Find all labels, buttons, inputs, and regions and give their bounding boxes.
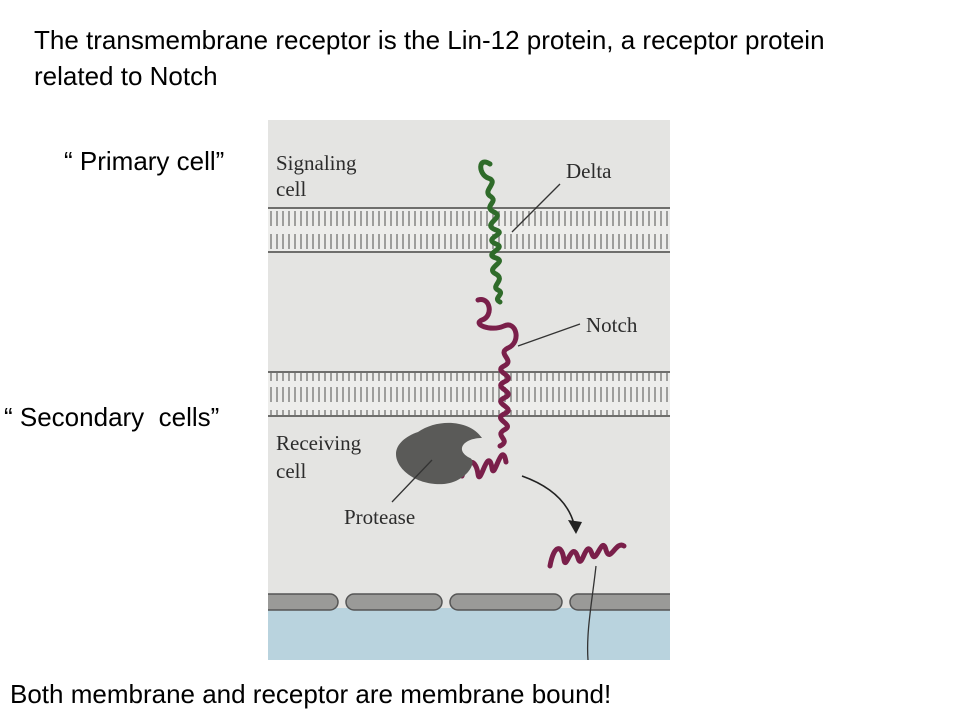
- notch-label: Notch: [586, 313, 638, 337]
- protease-pointer: [391, 459, 433, 503]
- arrow-head: [568, 520, 582, 534]
- slide-title: The transmembrane receptor is the Lin-12…: [34, 25, 825, 91]
- secondary-cells-label: “ Secondary cells”: [4, 402, 220, 432]
- protease-label: Protease: [344, 505, 415, 529]
- delta-protein: [478, 159, 504, 305]
- released-fragment: [547, 542, 627, 569]
- notch-pointer: [517, 323, 581, 347]
- translocation-arrow: [521, 475, 575, 525]
- nucleus: [268, 593, 670, 660]
- receiving-cell-membrane: [268, 371, 670, 417]
- delta-pointer: [511, 183, 561, 233]
- receiving-cell-label-line1: Receiving: [276, 431, 362, 455]
- footer-statement: Both membrane and receptor are membrane …: [10, 679, 612, 709]
- fragment-pointer: [586, 565, 597, 660]
- protease-enzyme: [396, 422, 482, 485]
- signaling-cell-label-line2: cell: [276, 177, 306, 201]
- primary-cell-label: “ Primary cell”: [64, 146, 225, 176]
- delta-notch-diagram: Signaling cell Delta Notch Receiving cel…: [268, 120, 670, 660]
- signaling-cell-membrane: [268, 207, 670, 253]
- receiving-cell-label-line2: cell: [276, 459, 306, 483]
- delta-label: Delta: [566, 159, 612, 183]
- notch-intracellular-domain: [459, 452, 509, 480]
- notch-protein: [475, 297, 519, 449]
- signaling-cell-label-line1: Signaling: [276, 151, 357, 175]
